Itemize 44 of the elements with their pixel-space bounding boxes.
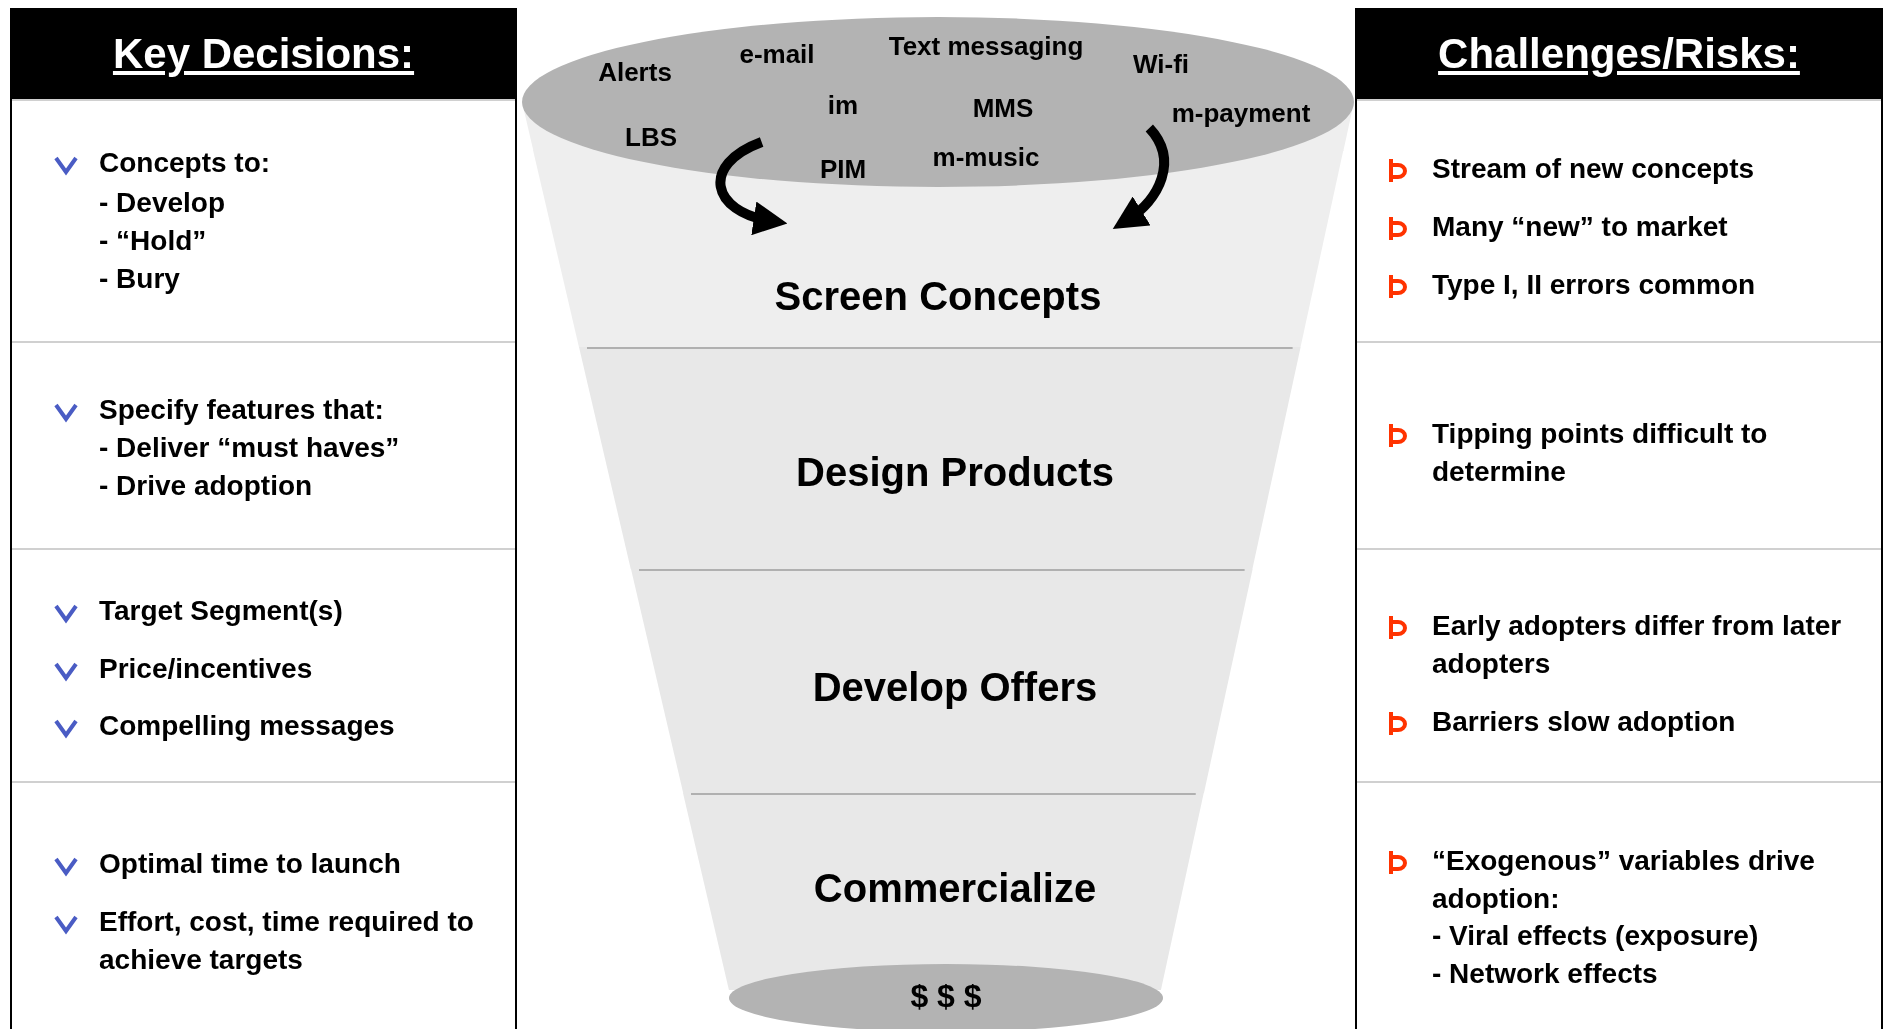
list-item: “Exogenous” variables drive adoption: <box>1432 844 1816 916</box>
service-label: e-mail <box>739 38 815 70</box>
side-panel <box>10 8 517 1029</box>
sub-item: - “Hold” <box>99 224 208 258</box>
service-label: Alerts <box>598 56 672 88</box>
list-item: Concepts to: <box>99 146 272 180</box>
sub-item: - Drive adoption <box>99 469 314 503</box>
service-label: Wi-fi <box>1132 48 1190 80</box>
funnel-stage <box>630 569 1253 793</box>
list-item: Early adopters differ from later adopters <box>1432 609 1843 681</box>
list-item: Target Segment(s) <box>99 594 344 628</box>
funnel-stage <box>579 347 1301 569</box>
sub-item: - Develop <box>99 186 227 220</box>
list-item: Compelling messages <box>99 709 396 743</box>
stage-title: Screen Concepts <box>774 273 1102 319</box>
list-item: Price/incentives <box>99 652 314 686</box>
list-item: Effort, cost, time required to achieve targets <box>99 905 475 977</box>
sub-item: - Network effects <box>1432 957 1659 991</box>
service-label: im <box>827 89 859 121</box>
panel-heading: Key Decisions: <box>12 8 515 99</box>
curved-arrow <box>1113 124 1169 230</box>
funnel-top-ellipse <box>522 17 1354 187</box>
service-label: m-music <box>932 141 1040 173</box>
list-item: Type I, II errors common <box>1432 268 1757 302</box>
sub-item: - Bury <box>99 262 181 296</box>
panel-heading: Challenges/Risks: <box>1357 8 1881 99</box>
money-label: $ $ $ <box>910 977 982 1015</box>
service-label: m-payment <box>1171 97 1311 129</box>
list-item: Specify features that: <box>99 393 385 427</box>
list-item: Tipping points difficult to determine <box>1432 417 1769 489</box>
stage-title: Design Products <box>796 449 1114 495</box>
list-item: Stream of new concepts <box>1432 152 1756 186</box>
service-label: MMS <box>972 92 1034 124</box>
list-item: Many “new” to market <box>1432 210 1729 244</box>
service-label: PIM <box>819 153 867 185</box>
stage-title: Develop Offers <box>812 664 1098 710</box>
list-item: Barriers slow adoption <box>1432 705 1737 739</box>
sub-item: - Viral effects (exposure) <box>1432 919 1760 953</box>
service-label: Text messaging <box>888 30 1084 62</box>
stage-title: Commercialize <box>813 865 1097 911</box>
service-label: LBS <box>625 121 677 153</box>
list-item: Optimal time to launch <box>99 847 402 881</box>
sub-item: - Deliver “must haves” <box>99 431 401 465</box>
side-panel <box>1355 8 1883 1029</box>
